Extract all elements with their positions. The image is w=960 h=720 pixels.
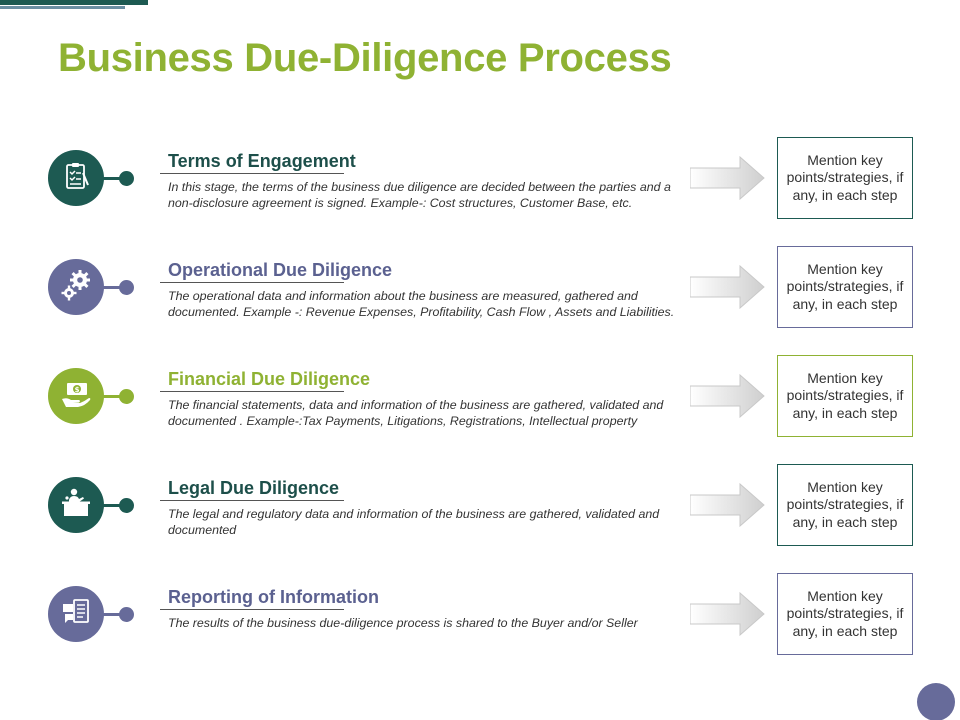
step-connector-dot [119, 607, 134, 622]
step-connector [102, 395, 124, 398]
step-description: The operational data and information abo… [168, 289, 675, 319]
step-connector-dot [119, 280, 134, 295]
step-operational-due-diligence: Operational Due Diligence The operationa… [0, 246, 960, 359]
legal-podium-icon [59, 486, 93, 525]
title-underline [160, 391, 344, 392]
step-title: Reporting of Information [168, 587, 379, 607]
right-arrow-icon [690, 483, 765, 527]
step-icon-circle [48, 150, 104, 206]
step-title: Operational Due Diligence [168, 260, 393, 280]
step-icon-circle [48, 477, 104, 533]
step-description: In this stage, the terms of the business… [168, 180, 671, 210]
right-arrow-icon [690, 156, 765, 200]
step-connector [102, 613, 124, 616]
step-connector [102, 177, 124, 180]
step-title: Legal Due Diligence [168, 478, 340, 498]
note-box: Mention key points/strategies, if any, i… [777, 464, 913, 546]
step-connector-dot [119, 498, 134, 513]
title-underline [160, 173, 344, 174]
step-icon-circle [48, 586, 104, 642]
step-description: The legal and regulatory data and inform… [168, 507, 660, 537]
top-accent-bar [0, 0, 148, 5]
title-underline [160, 609, 344, 610]
step-icon-circle: $ [48, 368, 104, 424]
step-connector [102, 504, 124, 507]
note-box: Mention key points/strategies, if any, i… [777, 246, 913, 328]
right-arrow-icon [690, 592, 765, 636]
note-box: Mention key points/strategies, if any, i… [777, 355, 913, 437]
page-title: Business Due-Diligence Process [58, 36, 672, 80]
right-arrow-icon [690, 374, 765, 418]
step-connector [102, 286, 124, 289]
step-description: The financial statements, data and infor… [168, 398, 664, 428]
report-document-icon [59, 595, 93, 634]
svg-text:$: $ [75, 386, 80, 394]
step-reporting-of-information: Reporting of Information The results of … [0, 573, 960, 686]
step-terms-of-engagement: Terms of Engagement In this stage, the t… [0, 137, 960, 250]
step-icon-circle [48, 259, 104, 315]
title-underline [160, 282, 344, 283]
step-title: Financial Due Diligence [168, 369, 371, 389]
top-accent-bar-secondary [0, 6, 125, 9]
title-underline [160, 500, 344, 501]
step-description: The results of the business due-diligenc… [168, 616, 638, 630]
step-connector-dot [119, 171, 134, 186]
corner-decoration-circle [917, 683, 955, 720]
note-box: Mention key points/strategies, if any, i… [777, 137, 913, 219]
step-connector-dot [119, 389, 134, 404]
gears-icon [59, 268, 93, 307]
step-legal-due-diligence: Legal Due Diligence The legal and regula… [0, 464, 960, 577]
note-box: Mention key points/strategies, if any, i… [777, 573, 913, 655]
step-financial-due-diligence: $ Financial Due Diligence The financial … [0, 355, 960, 468]
right-arrow-icon [690, 265, 765, 309]
step-title: Terms of Engagement [168, 151, 356, 171]
clipboard-checklist-icon [61, 161, 91, 196]
money-hand-icon: $ [59, 377, 93, 416]
